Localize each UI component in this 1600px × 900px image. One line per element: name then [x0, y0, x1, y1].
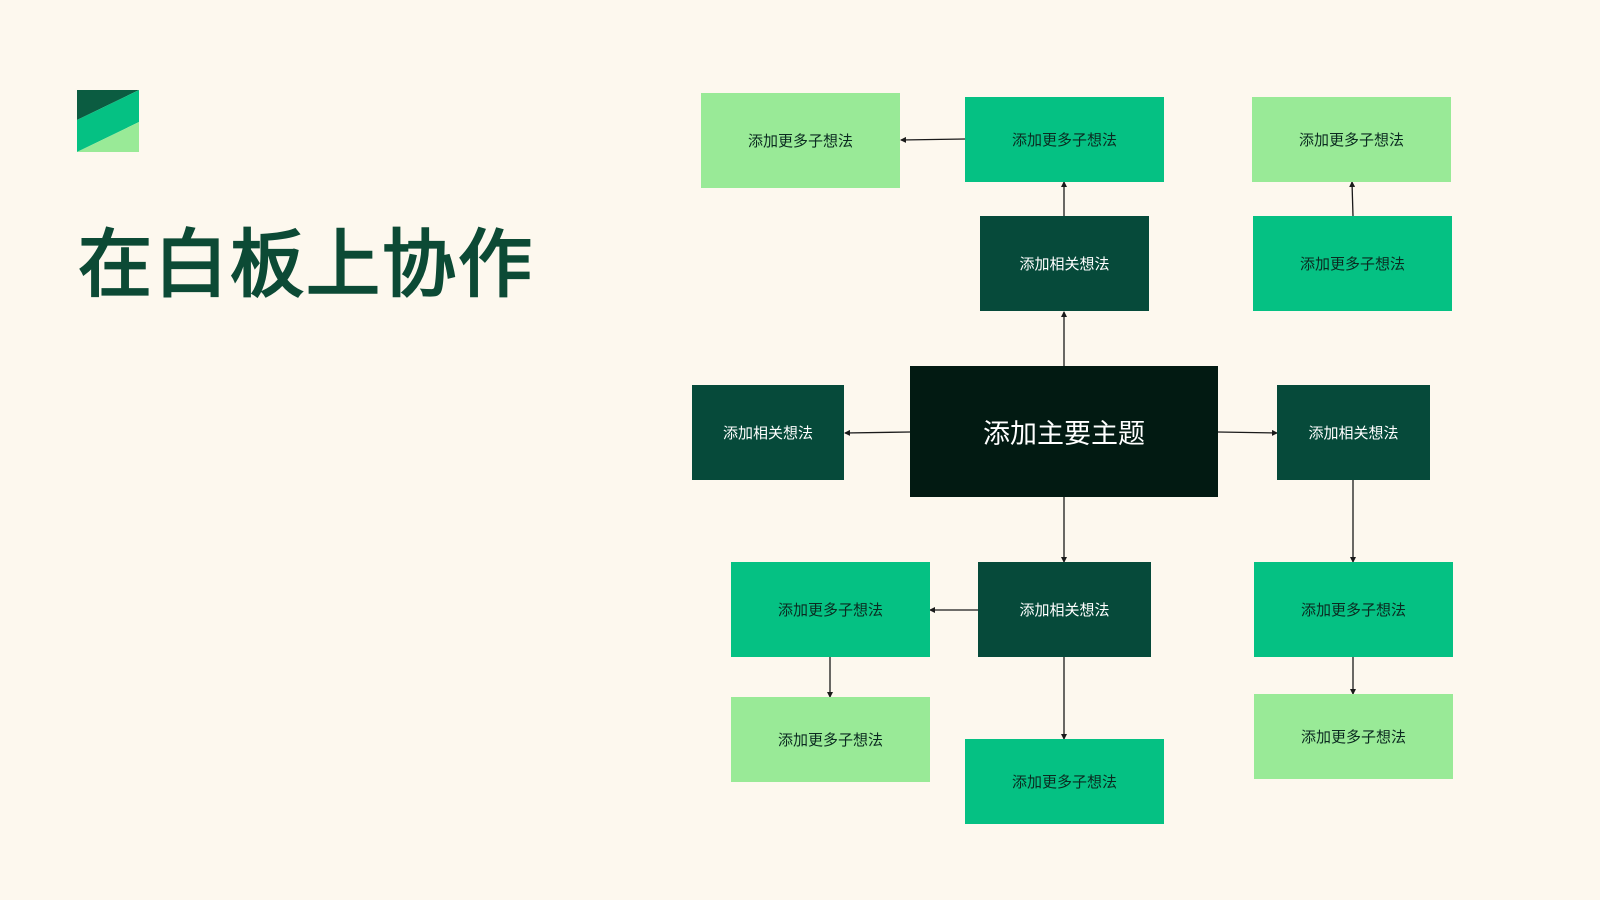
sub-idea-bottom-center[interactable]: 添加更多子想法 [965, 739, 1164, 824]
sub-idea-right-lower[interactable]: 添加更多子想法 [1254, 694, 1453, 779]
sub-idea-label: 添加更多子想法 [1300, 601, 1406, 619]
sub-idea-label: 添加更多子想法 [1011, 131, 1117, 149]
related-idea-top[interactable]: 添加相关想法 [980, 216, 1149, 311]
page-title: 在白板上协作 [78, 222, 534, 308]
sub-idea-right-upper[interactable]: 添加更多子想法 [1254, 562, 1453, 657]
related-idea-label: 添加相关想法 [722, 424, 813, 442]
main-topic[interactable]: 添加主要主题 [910, 366, 1218, 497]
related-idea-bottom[interactable]: 添加相关想法 [978, 562, 1151, 657]
sub-idea-top-left[interactable]: 添加更多子想法 [701, 93, 900, 188]
sub-idea-top-right-lower[interactable]: 添加更多子想法 [1253, 216, 1452, 311]
edge-sub-top-to-sub-top-left [900, 136, 966, 143]
related-idea-label: 添加相关想法 [1019, 601, 1110, 619]
related-idea-label: 添加相关想法 [1019, 255, 1110, 273]
sub-idea-label: 添加更多子想法 [1011, 773, 1117, 791]
edge-sub-right-lower-to-upper [1349, 181, 1356, 217]
related-idea-label: 添加相关想法 [1308, 424, 1399, 442]
edge-main-to-related-left [844, 429, 911, 436]
related-idea-right[interactable]: 添加相关想法 [1277, 385, 1430, 480]
sub-idea-label: 添加更多子想法 [777, 731, 883, 749]
related-idea-left[interactable]: 添加相关想法 [692, 385, 844, 480]
sub-idea-label: 添加更多子想法 [1298, 131, 1404, 149]
edge-main-to-related-right [1217, 429, 1278, 436]
sub-idea-top-right-upper[interactable]: 添加更多子想法 [1252, 97, 1451, 182]
logo-light-triangle [77, 122, 139, 152]
sub-idea-label: 添加更多子想法 [777, 601, 883, 619]
sub-idea-label: 添加更多子想法 [1300, 728, 1406, 746]
logo-mark [77, 90, 139, 152]
sub-idea-label: 添加更多子想法 [747, 132, 853, 150]
sub-idea-top-center[interactable]: 添加更多子想法 [965, 97, 1164, 182]
main-topic-label: 添加主要主题 [983, 419, 1145, 450]
logo-mid-band [77, 90, 139, 152]
sub-idea-label: 添加更多子想法 [1299, 255, 1405, 273]
sub-idea-bottom-left-upper[interactable]: 添加更多子想法 [731, 562, 930, 657]
sub-idea-bottom-left-lower[interactable]: 添加更多子想法 [731, 697, 930, 782]
